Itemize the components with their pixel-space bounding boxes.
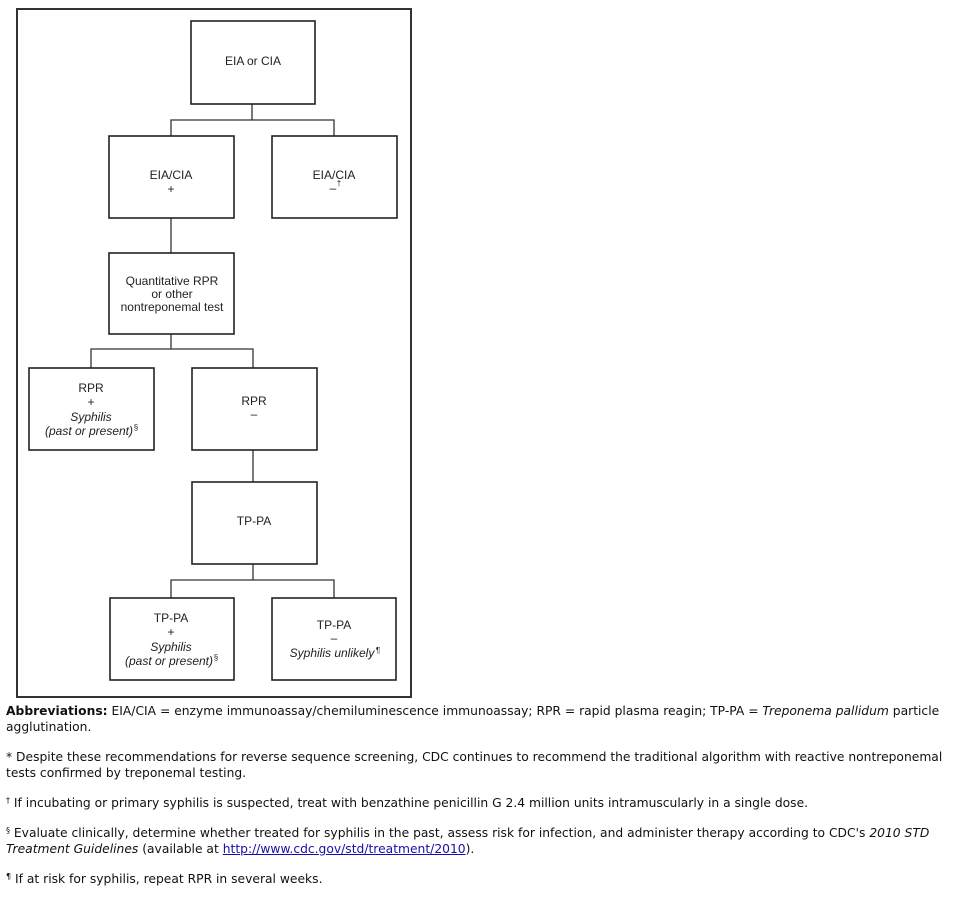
node-tppa-positive-line3: Syphilis <box>150 640 191 654</box>
node-eia-or-cia: EIA or CIA <box>190 20 316 105</box>
node-tppa-negative-line3: Syphilis unlikely <box>290 646 376 660</box>
connector-tppa-branch <box>170 579 335 598</box>
node-tppa-negative: TP-PA – Syphilis unlikely ¶ <box>271 597 397 681</box>
node-eia-negative-line1: EIA/CIA <box>313 168 356 182</box>
node-tppa: TP-PA <box>191 481 318 565</box>
pilcrow-note-text: If at risk for syphilis, repeat RPR in s… <box>11 872 323 886</box>
pilcrow-mark: ¶ <box>6 872 12 881</box>
node-rpr-test-line2: or other <box>151 287 192 301</box>
node-rpr-positive-line2: + <box>87 395 94 409</box>
connector-eia-branch <box>170 119 335 136</box>
dagger-mark: † <box>6 796 10 805</box>
abbreviations-text-1: EIA/CIA = enzyme immunoassay/chemilumine… <box>107 704 763 718</box>
section-note: § Evaluate clinically, determine whether… <box>6 825 956 857</box>
footnotes: Abbreviations: EIA/CIA = enzyme immunoas… <box>6 703 956 901</box>
connector-rprtest-branch <box>90 348 254 368</box>
node-tppa-negative-mark: ¶ <box>376 646 380 655</box>
section-mark: § <box>6 826 10 835</box>
diagram-frame <box>16 8 412 698</box>
dagger-note: † If incubating or primary syphilis is s… <box>6 795 956 811</box>
node-eia-or-cia-label: EIA or CIA <box>225 54 281 68</box>
node-tppa-negative-line2: – <box>331 631 338 645</box>
node-eia-positive-line2: + <box>167 182 174 196</box>
node-rpr-positive-line1: RPR <box>78 381 104 395</box>
node-rpr-positive-line4: (past or present) <box>45 424 133 438</box>
asterisk-note: * Despite these recommendations for reve… <box>6 750 943 780</box>
abbreviations-text-2: particle agglutination. <box>6 704 940 734</box>
node-tppa-positive-line2: + <box>167 625 174 639</box>
node-rpr-negative: RPR – <box>191 367 318 451</box>
connectors <box>90 104 335 598</box>
node-rpr-negative-line2: – <box>251 407 258 421</box>
dagger-note-text: If incubating or primary syphilis is sus… <box>10 796 809 810</box>
node-rpr-positive-line3: Syphilis <box>70 410 111 424</box>
node-eia-negative-mark: † <box>337 179 341 188</box>
cdc-guidelines-link[interactable]: http://www.cdc.gov/std/treatment/2010 <box>222 842 466 856</box>
node-tppa-positive-mark: § <box>214 653 218 662</box>
node-rpr-test-line3: nontreponemal test <box>121 300 224 314</box>
node-eia-negative-line2: – <box>330 181 337 195</box>
node-rpr-positive-mark: § <box>134 423 138 432</box>
node-rpr-negative-line1: RPR <box>241 394 267 408</box>
section-note-italic: 2010 STD Treatment Guidelines <box>6 826 930 856</box>
abbreviations-note: Abbreviations: EIA/CIA = enzyme immunoas… <box>6 703 956 735</box>
abbreviations-italic: Treponema pallidum <box>762 704 889 718</box>
node-rpr-test: Quantitative RPR or other nontreponemal … <box>108 252 235 335</box>
section-note-text-2: (available at <box>138 842 223 856</box>
node-tppa-positive-line4: (past or present) <box>125 654 213 668</box>
node-eia-positive: EIA/CIA + <box>108 135 235 219</box>
node-tppa-negative-line1: TP-PA <box>317 618 351 632</box>
node-tppa-positive-line1: TP-PA <box>154 611 188 625</box>
node-eia-positive-line1: EIA/CIA <box>150 168 193 182</box>
section-note-text-3: ). <box>465 842 475 856</box>
node-tppa-positive: TP-PA + Syphilis (past or present) § <box>109 597 235 681</box>
abbreviations-label: Abbreviations: <box>6 704 108 718</box>
node-rpr-positive: RPR + Syphilis (past or present) § <box>28 367 155 451</box>
node-rpr-test-line1: Quantitative RPR <box>126 274 219 288</box>
section-note-text-1: Evaluate clinically, determine whether t… <box>10 826 870 840</box>
syphilis-testing-flowchart: EIA or CIA EIA/CIA + EIA/CIA – † Quantit… <box>28 20 398 681</box>
pilcrow-note: ¶ If at risk for syphilis, repeat RPR in… <box>6 871 956 887</box>
node-eia-negative: EIA/CIA – † <box>271 135 398 219</box>
node-tppa-label: TP-PA <box>237 514 271 528</box>
